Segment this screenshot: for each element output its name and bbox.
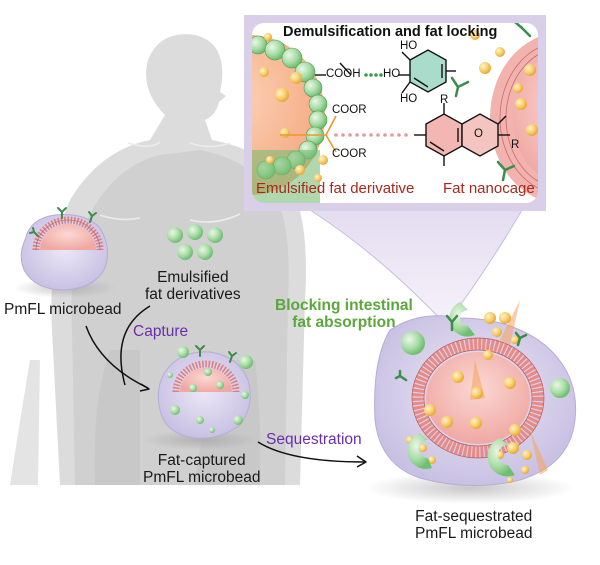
label-emulsified: Emulsified fat derivatives	[145, 269, 241, 304]
chem-label-o-ring: O	[474, 128, 483, 140]
chem-label-r-top: R	[440, 94, 449, 106]
chem-label-r-ring: R	[511, 139, 520, 151]
label-blocking-line1: Blocking intestinal	[275, 297, 413, 314]
inset-caption-emulsified: Emulsified fat derivative	[256, 180, 415, 197]
inset-caption-nanocage: Fat nanocage	[443, 180, 535, 197]
label-fat-captured-line2: PmFL microbead	[143, 469, 261, 487]
label-fat-sequestrated-line2: PmFL microbead	[415, 525, 533, 543]
label-fat-captured: Fat-captured PmFL microbead	[143, 452, 260, 487]
label-sequestration: Sequestration	[266, 431, 362, 448]
chem-label-coor-bottom: COOR	[332, 148, 367, 160]
label-fat-sequestrated: Fat-sequestrated PmFL microbead	[415, 508, 532, 543]
label-pmfl-microbead: PmFL microbead	[4, 301, 122, 318]
chem-structures	[280, 49, 510, 166]
label-blocking: Blocking intestinal fat absorption	[275, 297, 413, 332]
label-fat-captured-line1: Fat-captured	[157, 452, 246, 469]
inset-fat-nanocage	[450, 23, 538, 203]
label-blocking-line2: fat absorption	[292, 314, 396, 332]
chem-label-coor-top: COOR	[332, 104, 367, 116]
label-fat-sequestrated-line1: Fat-sequestrated	[415, 508, 533, 525]
inset-emulsified-droplet	[252, 33, 328, 203]
label-emulsified-line2: fat derivatives	[145, 286, 241, 304]
chem-label-ho-top: HO	[400, 40, 418, 52]
chem-label-cooh: COOH	[326, 68, 361, 80]
inset-title: Demulsification and fat locking	[283, 24, 498, 40]
chem-label-ho-bottom: HO	[400, 93, 418, 105]
chem-label-ho-mid: HO	[383, 68, 401, 80]
label-emulsified-line1: Emulsified	[157, 269, 229, 286]
label-capture: Capture	[133, 323, 189, 340]
